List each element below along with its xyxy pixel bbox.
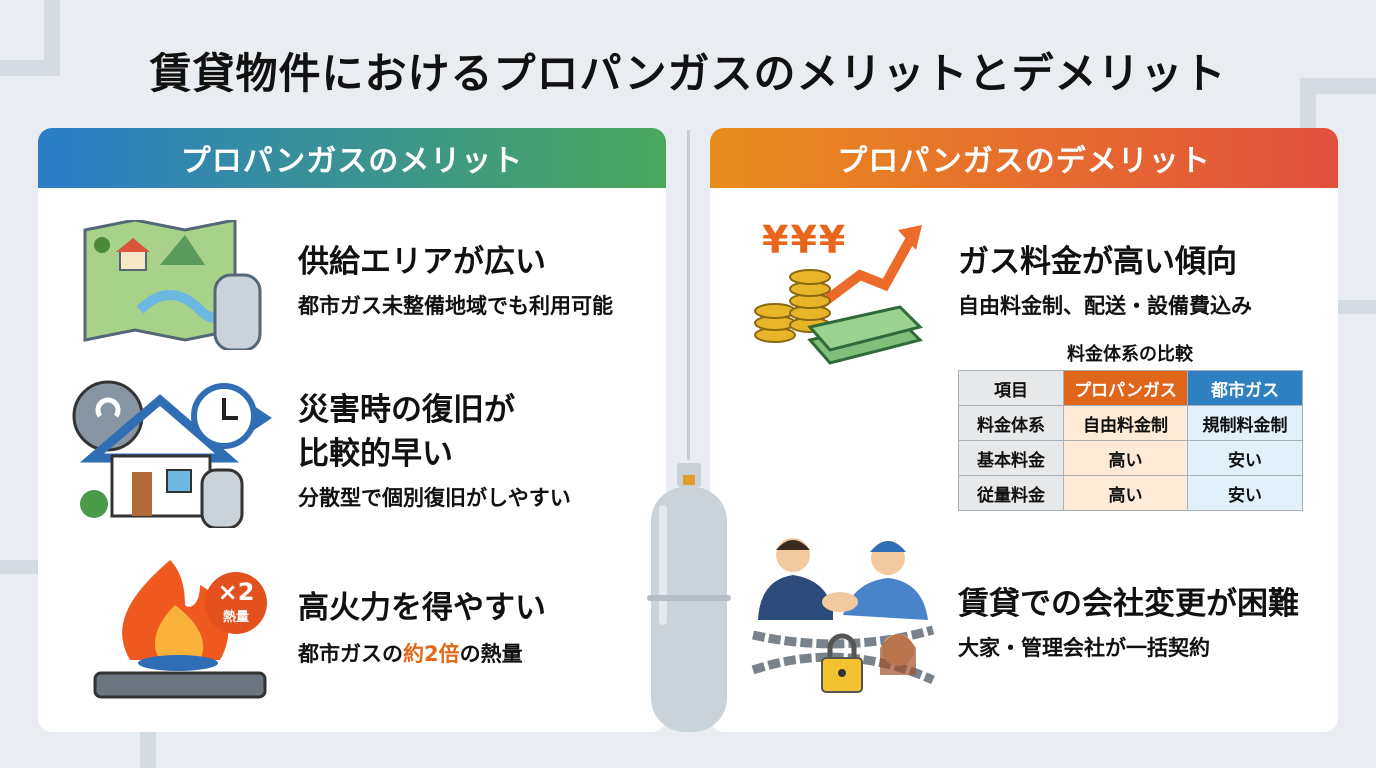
table-cell: 基本料金 — [958, 440, 1064, 476]
house-disaster-clock-icon — [72, 380, 272, 528]
sub-highlight: 約2倍 — [403, 642, 460, 666]
pricing-comparison-table: 項目 プロパンガス 都市ガス 料金体系 自由料金制 規制料金制 基本料金 高い … — [958, 370, 1303, 511]
pipe-decoration — [1300, 78, 1316, 138]
table-cell: 規制料金制 — [1187, 405, 1303, 441]
table-caption: 料金体系の比較 — [1067, 344, 1193, 365]
yen-symbols: ¥¥¥ — [762, 218, 848, 262]
table-header-row: 項目 プロパンガス 都市ガス — [958, 370, 1303, 406]
merit-subtitle: 都市ガスの約2倍の熱量 — [298, 638, 523, 668]
page-title: 賃貸物件におけるプロパンガスのメリットとデメリット — [149, 49, 1227, 98]
header-cell: 都市ガス — [1187, 370, 1303, 406]
merit-title: 供給エリアが広い — [298, 244, 546, 280]
yen-money-rising-icon — [754, 225, 923, 365]
pipe-decoration — [44, 0, 60, 76]
badge-label: 熱量 — [222, 610, 249, 625]
sub-text: の熱量 — [459, 642, 523, 666]
table-row: 従量料金 高い 安い — [958, 475, 1303, 511]
table-cell: 安い — [1187, 440, 1303, 476]
merits-header: プロパンガスのメリット — [38, 128, 666, 188]
table-cell: 従量料金 — [958, 475, 1064, 511]
gas-cylinder-icon — [647, 463, 731, 732]
demerit-subtitle: 自由料金制、配送・設備費込み — [958, 294, 1252, 318]
divider — [687, 130, 690, 460]
table-cell: 安い — [1187, 475, 1303, 511]
table-cell: 料金体系 — [958, 405, 1064, 441]
handshake-chain-lock-icon — [751, 538, 935, 693]
pipe-decoration — [0, 560, 38, 574]
demerit-title: 賃貸での会社変更が困難 — [958, 586, 1299, 622]
map-gas-cylinder-icon — [83, 220, 262, 350]
merit-title-line: 災害時の復旧が — [298, 392, 515, 428]
demerits-header: プロパンガスのデメリット — [710, 128, 1338, 188]
pipe-decoration — [1338, 300, 1376, 314]
header-cell: プロパンガス — [1063, 370, 1188, 406]
table-cell: 高い — [1063, 440, 1188, 476]
demerit-subtitle: 大家・管理会社が一括契約 — [958, 636, 1210, 660]
heat-badge: ×2 熱量 — [205, 572, 267, 634]
table-row: 料金体系 自由料金制 規制料金制 — [958, 405, 1303, 441]
table-row: 基本料金 高い 安い — [958, 440, 1303, 476]
sub-text: 都市ガスの — [298, 642, 403, 666]
pipe-decoration — [1300, 78, 1376, 94]
merit-title-line: 比較的早い — [298, 436, 453, 472]
header-cell: 項目 — [958, 370, 1064, 406]
badge-multiplier: ×2 — [217, 578, 255, 606]
merit-subtitle: 分散型で個別復旧がしやすい — [298, 486, 571, 510]
table-cell: 高い — [1063, 475, 1188, 511]
flame-stove-icon — [93, 560, 267, 699]
table-cell: 自由料金制 — [1063, 405, 1188, 441]
merit-title: 高火力を得やすい — [298, 590, 546, 626]
demerit-title: ガス料金が高い傾向 — [958, 244, 1237, 280]
pipe-decoration — [140, 732, 156, 768]
merit-subtitle: 都市ガス未整備地域でも利用可能 — [298, 294, 613, 318]
merits-panel: プロパンガスのメリット — [38, 128, 666, 732]
